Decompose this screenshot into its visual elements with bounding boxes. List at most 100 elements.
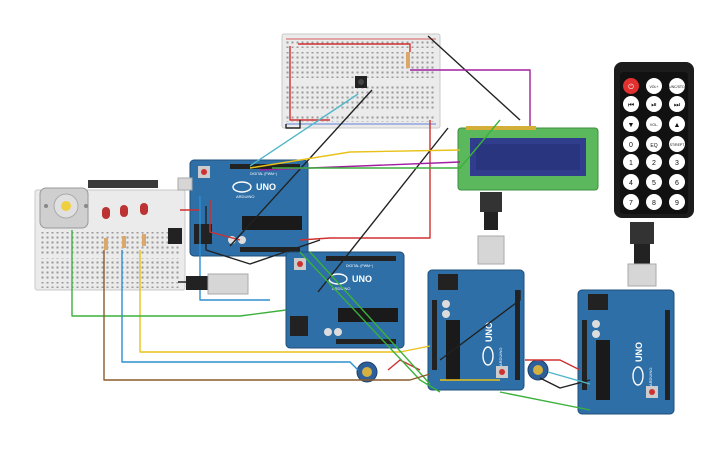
remote-key[interactable]: 0	[623, 136, 639, 152]
wire-green[interactable]	[272, 119, 501, 169]
lcd-i2c-connector[interactable]	[477, 192, 505, 265]
wire-brown[interactable]	[103, 250, 431, 381]
wire-green[interactable]	[299, 251, 441, 393]
potentiometer-right[interactable]	[527, 359, 549, 381]
board-brand-label: ARDUINO	[648, 368, 653, 386]
resistor-row[interactable]	[104, 234, 146, 250]
remote-key-label: ⏯	[651, 102, 657, 109]
remote-key-label: 3	[675, 160, 679, 167]
remote-key-label: ▼	[628, 122, 635, 129]
wire-black[interactable]	[427, 35, 521, 121]
wire-yellow[interactable]	[139, 250, 431, 353]
arduino-uno-4[interactable]: UNO ARDUINO	[577, 289, 675, 415]
board-brand-label: ARDUINO	[498, 348, 503, 366]
remote-key-label: ⏻	[628, 83, 634, 91]
wire-purple[interactable]	[410, 69, 531, 126]
remote-key-label: 1	[629, 160, 633, 167]
remote-key[interactable]: 5	[646, 174, 662, 190]
remote-key[interactable]: 2	[646, 154, 662, 170]
board-digital-label: DIGITAL (PWM~)	[250, 172, 277, 176]
lcd-display[interactable]	[457, 126, 599, 191]
wire-black[interactable]	[205, 206, 321, 265]
motor-driver-chip[interactable]	[168, 228, 182, 244]
wire-yellow[interactable]	[249, 149, 461, 169]
slide-switch[interactable]	[88, 180, 158, 188]
remote-key-label: 7	[629, 200, 633, 207]
remote-key[interactable]: 3	[669, 154, 685, 170]
board-model-label: UNO	[352, 274, 372, 284]
wire-black[interactable]	[539, 377, 591, 389]
remote-keypad: ⏻ VOL+ FUNC/STOP ⏮ ⏯ ⏭ ▼ VOL- ▲ 0 EQ ST/REPT 1 2 3 4 5 6 7…	[623, 78, 688, 210]
remote-key-label: VOL-	[650, 123, 659, 127]
wire-cyan[interactable]	[249, 93, 359, 167]
remote-key-label: 8	[652, 200, 656, 207]
remote-cable[interactable]	[627, 222, 657, 287]
board-model-label: UNO	[484, 322, 494, 342]
usb-plug-board[interactable]	[177, 177, 193, 191]
dc-motor[interactable]	[39, 187, 89, 229]
wire-red[interactable]	[299, 120, 431, 241]
remote-key[interactable]: ST/REPT	[669, 136, 685, 152]
remote-key-label: 4	[629, 180, 633, 187]
remote-key[interactable]: ▼	[623, 116, 639, 132]
remote-key-label: 9	[675, 200, 679, 207]
wiring	[71, 35, 591, 411]
remote-key[interactable]: 1	[623, 154, 639, 170]
wire-black[interactable]	[439, 290, 521, 361]
remote-key[interactable]: VOL-	[646, 116, 662, 132]
remote-key[interactable]: EQ	[646, 136, 662, 152]
board-brand-label: ARDUINO	[332, 286, 350, 291]
board-brand-label: ARDUINO	[236, 194, 254, 199]
potentiometer-left[interactable]	[356, 361, 378, 383]
board-model-label: UNO	[634, 342, 644, 362]
remote-key[interactable]: ⏮	[623, 96, 639, 112]
remote-key-label: ⏮	[628, 102, 634, 109]
usb-plug-left[interactable]	[186, 273, 249, 295]
remote-key-label: ST/REPT	[670, 143, 686, 147]
board-model-label: UNO	[256, 182, 276, 192]
resistor-top[interactable]	[406, 52, 410, 68]
wire-blue[interactable]	[121, 250, 359, 371]
remote-key[interactable]: VOL+	[646, 78, 662, 94]
wire-red[interactable]	[209, 200, 241, 241]
arduino-logo-icon	[232, 181, 252, 193]
arduino-uno-3[interactable]: UNO ARDUINO	[427, 269, 525, 391]
remote-key[interactable]: ⏯	[646, 96, 662, 112]
wire-green[interactable]	[309, 251, 431, 385]
remote-key-label: 5	[652, 180, 656, 187]
wire-red[interactable]	[525, 359, 581, 371]
remote-key[interactable]: 9	[669, 194, 685, 210]
arduino-logo-icon	[632, 366, 644, 386]
remote-key-label: 2	[652, 160, 656, 167]
wire-red[interactable]	[289, 46, 330, 121]
wire-red[interactable]	[298, 43, 411, 52]
remote-key-label: 6	[675, 180, 679, 187]
remote-key[interactable]: ▲	[669, 116, 685, 132]
remote-key[interactable]: 7	[623, 194, 639, 210]
remote-key-label: ⏭	[674, 102, 681, 109]
remote-key[interactable]: ⏻	[623, 78, 639, 94]
remote-key-label: 0	[629, 142, 633, 149]
remote-key[interactable]: 6	[669, 174, 685, 190]
remote-key-label: VOL+	[649, 85, 658, 89]
remote-key[interactable]: FUNC/STOP	[667, 78, 688, 94]
board-digital-label: DIGITAL (PWM~)	[346, 264, 373, 268]
wire-green[interactable]	[499, 391, 591, 411]
wire-blue[interactable]	[199, 196, 270, 301]
arduino-logo-icon	[482, 346, 494, 366]
wire-black[interactable]	[317, 127, 449, 293]
remote-key-label: EQ	[650, 143, 657, 149]
wire-green[interactable]	[71, 230, 287, 317]
wire-black[interactable]	[285, 120, 301, 129]
remote-key-label: ▲	[674, 122, 681, 129]
ir-receiver[interactable]	[355, 76, 367, 88]
remote-key-label: FUNC/STOP	[667, 85, 688, 89]
led-row[interactable]	[102, 203, 148, 219]
wire-cyan[interactable]	[547, 371, 591, 385]
remote-key[interactable]: 4	[623, 174, 639, 190]
remote-key[interactable]: ⏭	[669, 96, 685, 112]
remote-key[interactable]: 8	[646, 194, 662, 210]
